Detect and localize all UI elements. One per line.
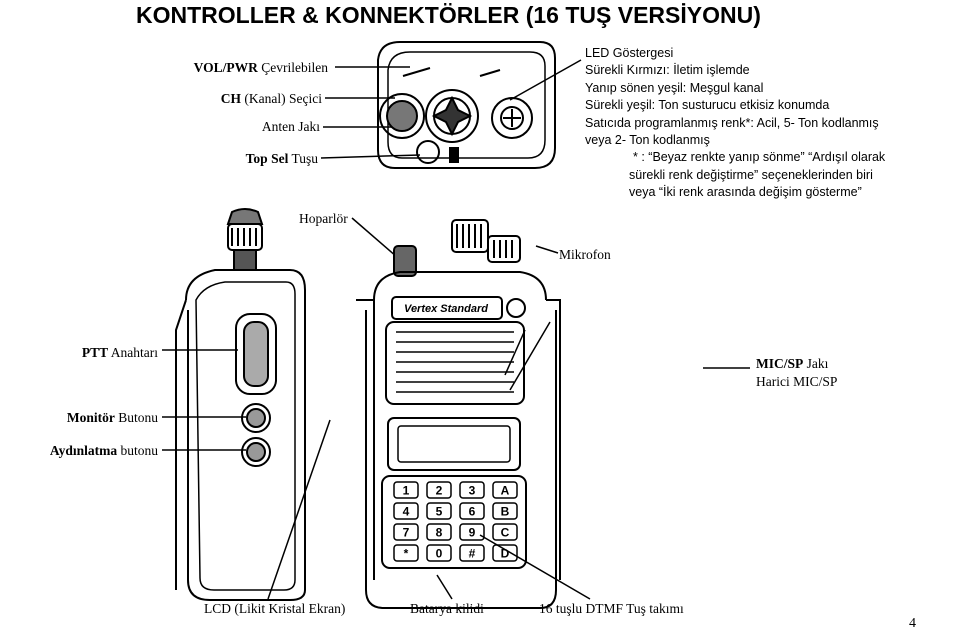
keypad-key: [393, 481, 419, 499]
keypad-key-label: D: [501, 547, 510, 561]
led-indicator-description: LED Göstergesi Sürekli Kırmızı: İletim i…: [585, 45, 885, 202]
keypad-key-label: 4: [403, 505, 410, 519]
keypad-key-label: 1: [403, 484, 410, 498]
keypad-key: [393, 502, 419, 520]
ch-selector-label: CH (Kanal) Seçici: [220, 91, 322, 106]
keypad-key-label: 2: [436, 484, 443, 498]
keypad-key-label: 8: [436, 526, 443, 540]
keypad-key: [393, 544, 419, 562]
keypad-key: [492, 502, 518, 520]
led-line: veya 2- Ton kodlanmış: [585, 133, 710, 148]
keypad-key: [492, 481, 518, 499]
keypad-key: [393, 523, 419, 541]
keypad-key-label: #: [469, 547, 476, 561]
keypad-key-label: *: [404, 547, 409, 561]
mic-sp-jack-label: MIC/SP Jakı: [756, 356, 829, 371]
led-line: Satıcıda programlanmış renk*: Acil, 5- T…: [585, 115, 879, 130]
monitor-button-label: Monitör Butonu: [66, 410, 158, 425]
keypad-key: [426, 481, 452, 499]
keypad-key: [426, 502, 452, 520]
keypad-key: [459, 544, 485, 562]
antenna-jack-label: Anten Jakı: [261, 119, 320, 134]
keypad-key-label: 5: [436, 505, 443, 519]
keypad-key-label: 9: [469, 526, 476, 540]
dtmf-keypad-label: 16 tuşlu DTMF Tuş takımı: [539, 601, 684, 616]
keypad-key: [459, 502, 485, 520]
external-mic-sp-label: Harici MIC/SP: [756, 374, 838, 389]
light-button-label: Aydınlatma butonu: [49, 443, 158, 458]
microphone-label: Mikrofon: [559, 247, 611, 262]
vol-pwr-label: VOL/PWR Çevrilebilen: [193, 60, 328, 75]
keypad-key-label: 6: [469, 505, 476, 519]
keypad-key: [459, 481, 485, 499]
led-line: sürekli renk değiştirme” seçeneklerinden…: [629, 167, 873, 182]
keypad-key-label: A: [501, 484, 510, 498]
led-line: Yanıp sönen yeşil: Meşgul kanal: [585, 80, 764, 95]
led-line: Sürekli Kırmızı: İletim işlemde: [585, 63, 750, 78]
keypad-key: [459, 523, 485, 541]
ptt-switch-label: PTT Anahtarı: [81, 345, 158, 360]
page-number: 4: [909, 616, 916, 631]
brand-logo: Vertex Standard: [404, 303, 488, 315]
dtmf-keypad: 1 2 3 A 4 5 6 B 7 8 9 C * 0 # D: [393, 481, 518, 562]
led-line: LED Göstergesi: [585, 46, 674, 60]
page-title: KONTROLLER & KONNEKTÖRLER (16 TUŞ VERSİY…: [136, 2, 761, 28]
keypad-key-label: 3: [469, 484, 476, 498]
keypad-key: [426, 544, 452, 562]
top-sel-key-label: Top Sel Tuşu: [245, 151, 318, 166]
lcd-label: LCD (Likit Kristal Ekran): [204, 601, 346, 616]
speaker-label: Hoparlör: [299, 211, 348, 226]
led-line: veya “İki renk arasında değişim gösterme…: [629, 185, 862, 200]
led-line: * : “Beyaz renkte yanıp sönme” “Ardışıl …: [633, 150, 886, 165]
led-line: Sürekli yeşil: Ton susturucu etkisiz kon…: [585, 98, 830, 113]
keypad-key: [426, 523, 452, 541]
keypad-key-label: B: [501, 505, 510, 519]
keypad-key-label: 7: [403, 526, 410, 540]
keypad-key-label: C: [501, 526, 510, 540]
keypad-key: [492, 544, 518, 562]
keypad-key: [492, 523, 518, 541]
keypad-key-label: 0: [436, 547, 443, 561]
